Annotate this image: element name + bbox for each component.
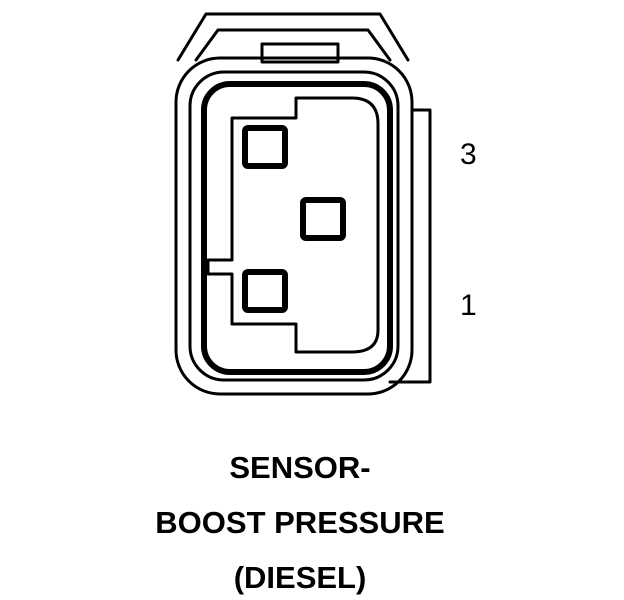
- diagram-caption: SENSOR- BOOST PRESSURE (DIESEL): [155, 450, 444, 595]
- caption-line-3: (DIESEL): [234, 560, 367, 595]
- connector-latch-inner: [194, 28, 392, 62]
- terminals: [242, 125, 346, 313]
- terminal-1: [242, 269, 288, 313]
- connector-latch: [176, 12, 410, 62]
- connector-seal: [201, 81, 393, 375]
- connector-mid-shell: [188, 70, 400, 382]
- terminal-3: [242, 125, 288, 169]
- latch-slot: [260, 42, 340, 64]
- connector-ledge: [388, 108, 432, 384]
- terminal-cavity: [206, 96, 380, 354]
- terminal-2: [300, 197, 346, 241]
- pin-label-1: 1: [460, 289, 477, 322]
- pin-label-3: 3: [460, 138, 477, 171]
- caption-line-2: BOOST PRESSURE: [155, 505, 444, 540]
- caption-line-1: SENSOR-: [229, 450, 370, 485]
- connector-housing: [174, 12, 432, 396]
- connector-outer-shell: [174, 56, 414, 396]
